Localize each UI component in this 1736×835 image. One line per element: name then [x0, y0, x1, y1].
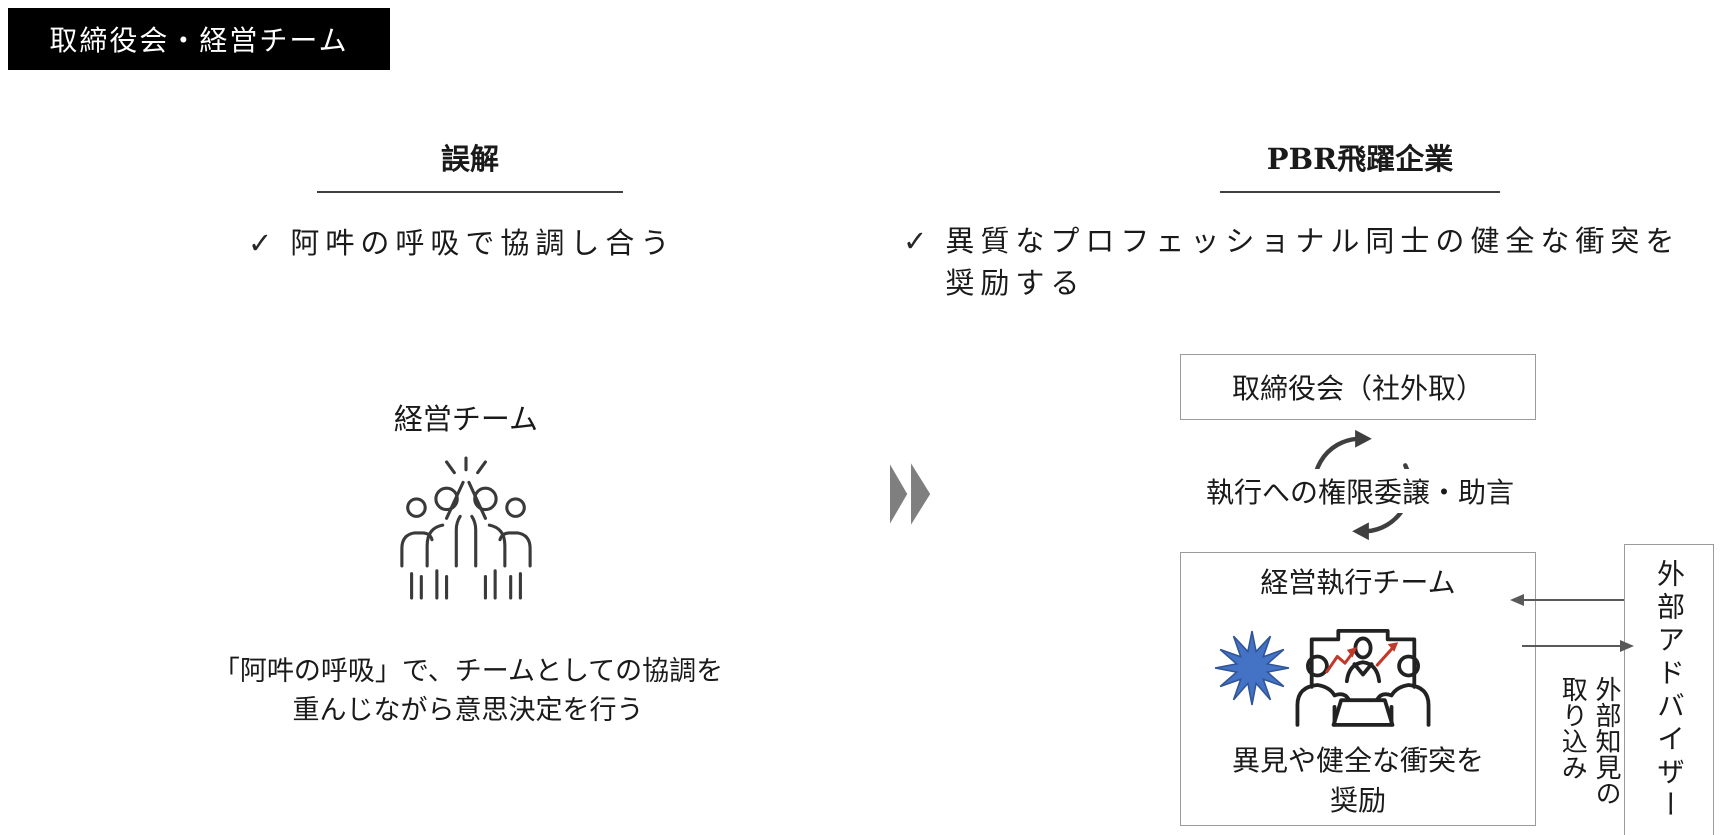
- advisor-exchange-arrows: [1506, 586, 1640, 662]
- external-knowledge-note: 外部知見の 取り込み: [1557, 676, 1621, 806]
- double-chevron-right-icon: [890, 462, 934, 530]
- external-advisor-label: 外部アドバイザー: [1653, 559, 1686, 823]
- left-column-heading: 誤解: [317, 136, 623, 193]
- check-icon: ✓: [248, 226, 273, 260]
- meeting-discussion-icon: [1287, 609, 1439, 746]
- right-bullet-text: 異質なプロフェッショナル同士の健全な衝突を 奨励する: [945, 224, 1681, 301]
- right-bullet: ✓ 異質なプロフェッショナル同士の健全な衝突を 奨励する: [903, 220, 1723, 304]
- board-of-directors-box: 取締役会（社外取）: [1180, 354, 1536, 420]
- executive-team-title: 経営執行チーム: [1260, 566, 1456, 599]
- starburst-icon: [1213, 629, 1291, 711]
- left-bullet-text: 阿吽の呼吸で協調し合う: [290, 226, 676, 260]
- team-highfive-icon: [398, 456, 534, 606]
- slide-title-box: 取締役会・経営チーム: [8, 8, 390, 70]
- check-icon: ✓: [903, 224, 928, 258]
- left-bullet: ✓ 阿吽の呼吸で協調し合う: [248, 222, 675, 264]
- executive-team-caption: 異見や健全な衝突を 奨励: [1231, 744, 1484, 817]
- executive-team-box: 経営執行チーム: [1180, 552, 1536, 826]
- delegation-advice-label: 執行への権限委譲・助言: [1190, 469, 1530, 513]
- right-column-heading: PBR飛躍企業: [1220, 136, 1500, 193]
- external-advisor-box: 外部アドバイザー: [1624, 544, 1714, 835]
- slide-title: 取締役会・経営チーム: [49, 24, 349, 57]
- management-team-label: 経営チーム: [393, 402, 539, 436]
- board-box-label: 取締役会（社外取）: [1231, 372, 1484, 405]
- left-caption: 「阿吽の呼吸」で、チームとしての協調を 重んじながら意思決定を行う: [212, 656, 724, 727]
